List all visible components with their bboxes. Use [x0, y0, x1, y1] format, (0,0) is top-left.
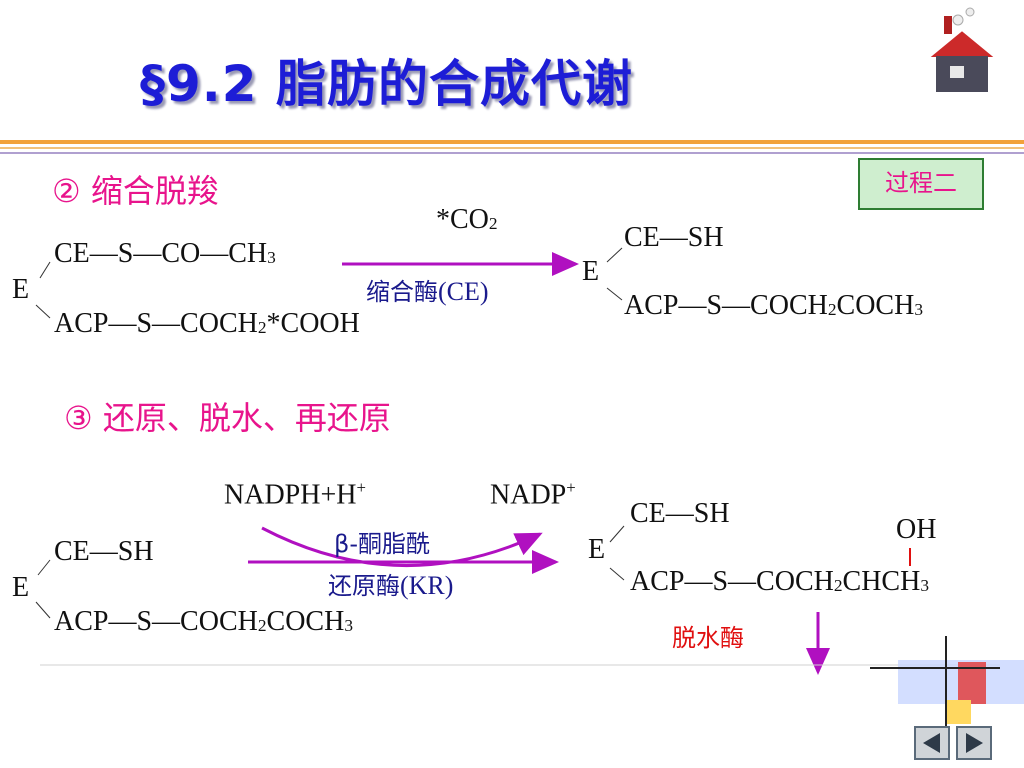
house-icon[interactable] [925, 7, 999, 92]
cofactor-nadph: NADPH+H+ [224, 478, 366, 511]
step3-label: ③ 还原、脱水、再还原 [64, 399, 391, 437]
header-rule-purple [0, 152, 1024, 154]
co2-label: *CO2 [436, 204, 498, 235]
step2-enzyme: 缩合酶(CE) [366, 277, 489, 306]
dehydratase-label: 脱水酶 [672, 624, 744, 652]
step3-reactant-bottom: ACP—S—COCH2COCH3 [54, 606, 354, 637]
branch-line [609, 525, 625, 543]
page-title: §9.2 脂肪的合成代谢 [140, 55, 633, 113]
cofactor-curve-arrow [261, 526, 543, 567]
step3-product-top: CE—SH [630, 498, 730, 529]
branch-line [37, 559, 51, 576]
branch-line [35, 304, 51, 319]
header-rule-orange [0, 140, 1024, 144]
step2-product-top: CE—SH [624, 222, 724, 253]
branch-line [606, 287, 623, 301]
step2-label: ② 缩合脱羧 [52, 172, 219, 210]
process-badge[interactable]: 过程二 [858, 158, 984, 210]
branch-line [35, 601, 51, 619]
step3-product-bottom: ACP—S—COCH2CHCH3 [630, 566, 930, 597]
triangle-left-icon [923, 733, 940, 753]
branch-line [39, 261, 51, 279]
header-rule-orange-2 [0, 147, 1024, 149]
step3-enzyme-line2: 还原酶(KR) [328, 571, 454, 600]
step3-reactant-top: CE—SH [54, 536, 154, 567]
step2-reactant-bottom: ACP—S—COCH2*COOH [54, 308, 360, 339]
step2-reactant-top: CE—S—CO—CH3 [54, 238, 276, 269]
step2-reactant-e: E [12, 274, 30, 305]
step3-reactant-e: E [12, 572, 30, 603]
decor-block-yellow [945, 700, 971, 724]
triangle-right-icon [966, 733, 983, 753]
next-slide-button[interactable] [956, 726, 992, 760]
cofactor-nadp: NADP+ [490, 478, 576, 511]
step3-product-e: E [588, 534, 606, 565]
branch-line [606, 247, 623, 263]
product-oh: OH [896, 514, 937, 545]
branch-line [609, 567, 625, 581]
step2-product-bottom: ACP—S—COCH2COCH3 [624, 290, 924, 321]
prev-slide-button[interactable] [914, 726, 950, 760]
step3-enzyme-line1: β-酮脂酰 [334, 530, 430, 558]
step2-product-e: E [582, 256, 600, 287]
